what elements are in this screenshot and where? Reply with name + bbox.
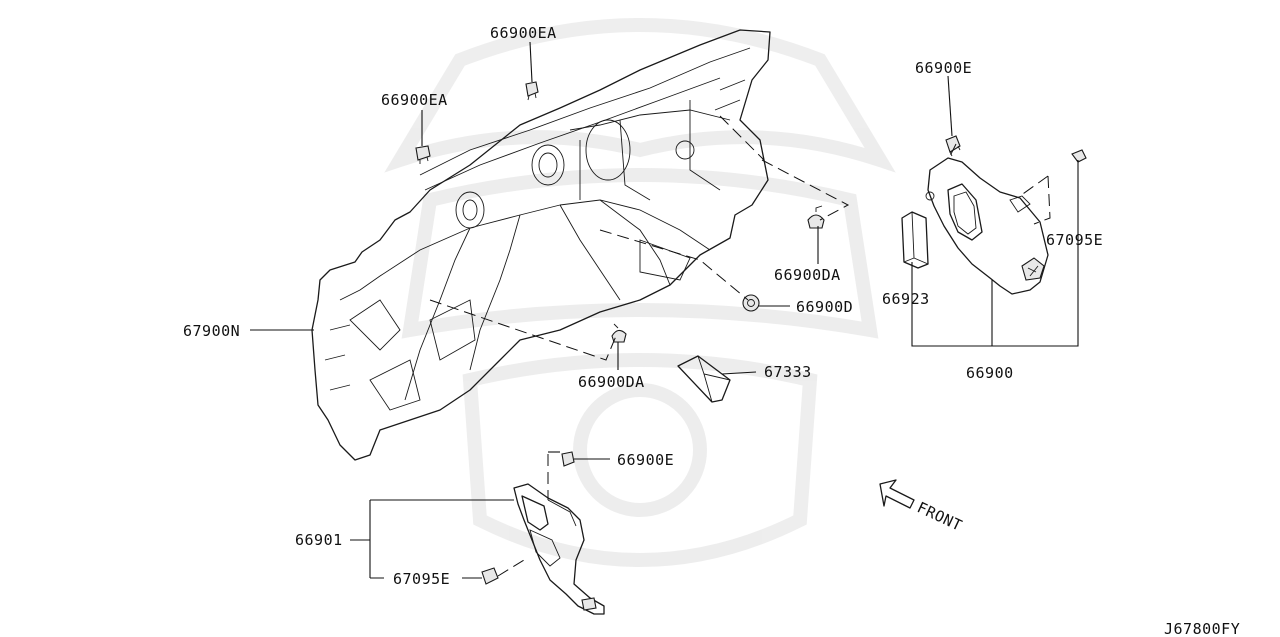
dash-insulator-67900N bbox=[311, 29, 771, 461]
label-67333: 67333 bbox=[764, 363, 812, 381]
label-66900D: 66900D bbox=[796, 298, 853, 316]
clip-66900EA-left bbox=[415, 145, 431, 164]
label-66923: 66923 bbox=[882, 290, 930, 308]
diagram-code: J67800FY bbox=[1164, 620, 1240, 637]
panel-66923 bbox=[901, 211, 929, 269]
clip-66900E-bottom bbox=[561, 451, 575, 467]
label-66900: 66900 bbox=[966, 364, 1014, 382]
grommet-66900DA-right bbox=[807, 205, 825, 229]
clip-67095E-bottom bbox=[481, 567, 499, 585]
label-front: FRONT bbox=[914, 498, 965, 534]
front-arrow-icon bbox=[879, 479, 915, 509]
dashed-guides bbox=[429, 115, 1051, 577]
label-66901: 66901 bbox=[295, 531, 343, 549]
label-66900DA-right: 66900DA bbox=[774, 266, 841, 284]
label-66900EA-top: 66900EA bbox=[490, 24, 557, 42]
grommet-66900DA-bottom bbox=[611, 323, 627, 343]
watermark-logo bbox=[384, 18, 896, 567]
clip-66900EA-top bbox=[525, 81, 539, 101]
leader-lines bbox=[250, 41, 1079, 579]
label-66900EA-left: 66900EA bbox=[381, 91, 448, 109]
label-66900E-bottom: 66900E bbox=[617, 451, 674, 469]
label-66900DA-bottom: 66900DA bbox=[578, 373, 645, 391]
pad-67333 bbox=[677, 355, 731, 403]
clip-66900E-top bbox=[945, 135, 961, 157]
side-cover-66901 bbox=[513, 483, 605, 615]
label-67095E-right: 67095E bbox=[1046, 231, 1103, 249]
label-67095E-bottom: 67095E bbox=[393, 570, 450, 588]
label-67900N: 67900N bbox=[183, 322, 240, 340]
side-cover-66900 bbox=[925, 157, 1049, 295]
label-66900E-top: 66900E bbox=[915, 59, 972, 77]
clip-67095E-right bbox=[1071, 149, 1087, 163]
